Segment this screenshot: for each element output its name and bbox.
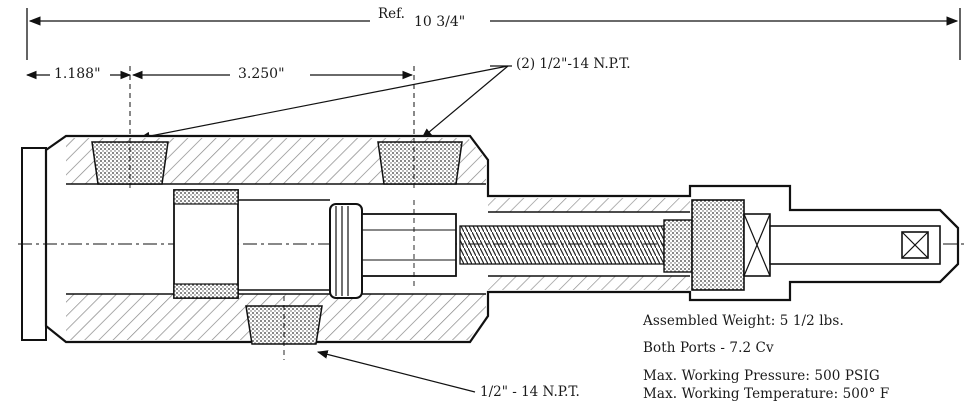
bottom-port-leader bbox=[316, 350, 476, 393]
top-port-leaders bbox=[138, 65, 512, 141]
ref-label: Ref. bbox=[376, 6, 407, 22]
end-fitting bbox=[691, 199, 959, 291]
spec-weight: Assembled Weight: 5 1/2 lbs. bbox=[643, 313, 844, 329]
spec-cv: Both Ports - 7.2 Cv bbox=[643, 340, 774, 356]
spring bbox=[459, 219, 693, 273]
spec-temperature: Max. Working Temperature: 500° F bbox=[643, 386, 890, 402]
bottom-port-callout: 1/2" - 14 N.P.T. bbox=[480, 384, 580, 400]
port-spacing-label: 3.250" bbox=[236, 66, 287, 82]
overall-length-label: 10 3/4" bbox=[412, 14, 468, 30]
first-offset-label: 1.188" bbox=[52, 66, 103, 82]
top-ports-callout: (2) 1/2"-14 N.P.T. bbox=[516, 56, 631, 72]
overall-dimension bbox=[26, 8, 961, 60]
spec-pressure: Max. Working Pressure: 500 PSIG bbox=[643, 368, 880, 384]
threaded-ports bbox=[91, 138, 463, 360]
internal-piston bbox=[173, 189, 457, 299]
port-dimensions bbox=[25, 66, 415, 140]
